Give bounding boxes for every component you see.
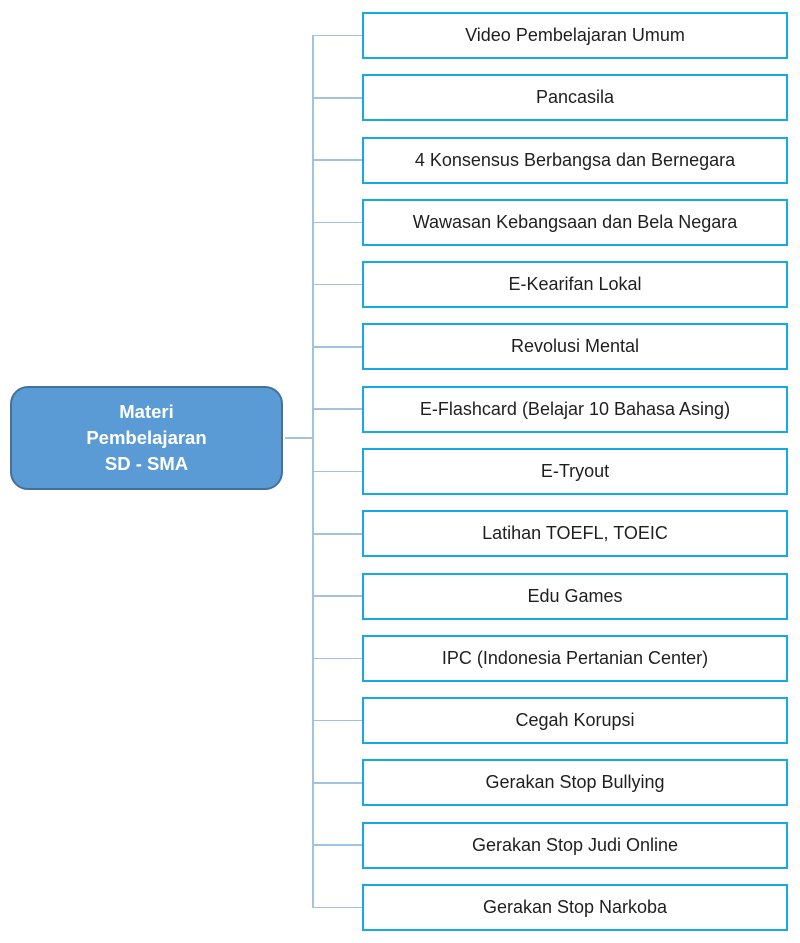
connector-stub — [312, 470, 362, 473]
connector-stub — [312, 346, 362, 348]
branch-box: Wawasan Kebangsaan dan Bela Negara — [362, 198, 788, 246]
branch-label: E-Flashcard (Belajar 10 Bahasa Asing) — [419, 398, 731, 419]
branch-label: Latihan TOEFL, TOEIC — [482, 523, 668, 544]
root-node: Materi Pembelajaran SD - SMA — [10, 386, 283, 490]
branch-label: Pancasila — [535, 87, 615, 108]
branch-row: Edu Games — [312, 572, 788, 620]
branch-row: E-Tryout — [312, 447, 788, 495]
branch-label: Video Pembelajaran Umum — [465, 25, 685, 45]
branch-box: 4 Konsensus Berbangsa dan Bernegara — [362, 136, 788, 184]
branch-row: E-Kearifan Lokal — [312, 261, 788, 309]
connector-stub — [312, 159, 362, 161]
branch-row: Video Pembelajaran Umum — [312, 12, 788, 59]
branch-label: 4 Konsensus Berbangsa dan Bernegara — [414, 149, 736, 170]
branch-box: Gerakan Stop Narkoba — [362, 883, 788, 931]
branch-row: Pancasila — [312, 74, 788, 122]
connector-stub — [312, 34, 362, 37]
branch-box: IPC (Indonesia Pertanian Center) — [362, 634, 788, 682]
connector-trunk — [312, 35, 314, 908]
branch-row: Gerakan Stop Bullying — [312, 759, 788, 807]
branch-label: Gerakan Stop Narkoba — [482, 896, 668, 917]
branch-label: IPC (Indonesia Pertanian Center) — [441, 647, 709, 668]
branch-label: Gerakan Stop Bullying — [485, 772, 665, 793]
connector-stub — [312, 844, 362, 846]
connector-stub — [312, 221, 362, 224]
connector-stub — [312, 719, 362, 722]
branch-label: Wawasan Kebangsaan dan Bela Negara — [412, 211, 738, 232]
branch-box: E-Flashcard (Belajar 10 Bahasa Asing) — [362, 385, 788, 433]
connector-stub — [312, 408, 362, 410]
branch-box: Edu Games — [362, 572, 788, 620]
branch-label: Cegah Korupsi — [515, 710, 635, 731]
connector-stub — [312, 595, 362, 597]
branch-box: Latihan TOEFL, TOEIC — [362, 510, 788, 558]
branch-row: E-Flashcard (Belajar 10 Bahasa Asing) — [312, 385, 788, 433]
branch-box: Cegah Korupsi — [362, 697, 788, 745]
branch-box: Revolusi Mental — [362, 323, 788, 371]
branch-label: Gerakan Stop Judi Online — [471, 834, 679, 855]
connector-stub — [312, 97, 362, 99]
branch-row: Wawasan Kebangsaan dan Bela Negara — [312, 198, 788, 246]
branch-row: Gerakan Stop Narkoba — [312, 883, 788, 931]
branch-box: Gerakan Stop Bullying — [362, 759, 788, 807]
root-node-label-line: Materi — [119, 401, 174, 422]
connector-stub — [312, 782, 362, 784]
branch-row: IPC (Indonesia Pertanian Center) — [312, 634, 788, 682]
branch-label: E-Kearifan Lokal — [508, 274, 642, 295]
branch-box: Video Pembelajaran Umum — [362, 12, 788, 59]
branch-box: Gerakan Stop Judi Online — [362, 821, 788, 869]
branch-box: E-Kearifan Lokal — [362, 261, 788, 309]
root-node-label-line: Pembelajaran — [86, 427, 207, 448]
branch-box: E-Tryout — [362, 447, 788, 495]
root-node-label-line: SD - SMA — [104, 453, 189, 474]
branch-row: 4 Konsensus Berbangsa dan Bernegara — [312, 136, 788, 184]
branch-box: Pancasila — [362, 74, 788, 122]
branch-label: Revolusi Mental — [510, 336, 640, 357]
branch-label: E-Tryout — [540, 460, 610, 481]
branch-row: Latihan TOEFL, TOEIC — [312, 510, 788, 558]
branch-row: Revolusi Mental — [312, 323, 788, 371]
branch-row: Cegah Korupsi — [312, 697, 788, 745]
branch-label: Edu Games — [527, 585, 623, 606]
connector-stub — [312, 906, 362, 909]
branch-list: Video Pembelajaran Umum Pancasila 4 Kons… — [312, 12, 788, 931]
connector-stub — [312, 533, 362, 535]
branch-row: Gerakan Stop Judi Online — [312, 821, 788, 869]
root-connector — [285, 437, 312, 439]
connector-stub — [312, 657, 362, 660]
connector-stub — [312, 283, 362, 286]
